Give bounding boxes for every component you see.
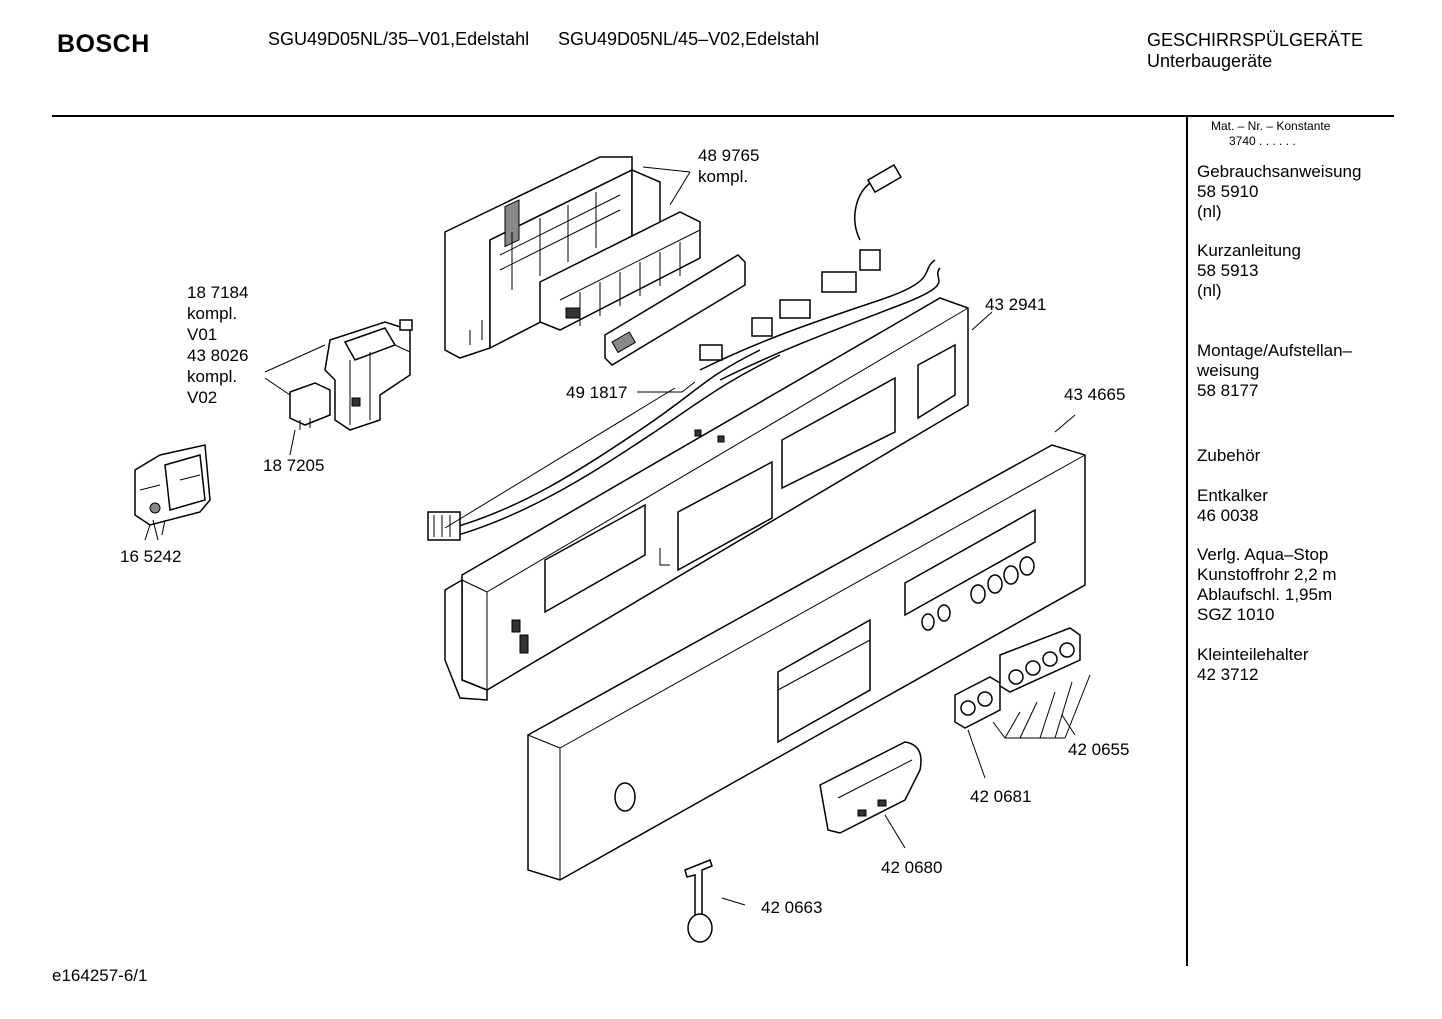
part-label-420680: 42 0680 (881, 858, 943, 877)
leader-lines (152, 166, 1091, 906)
sidebar-text: Gebrauchsanweisung (1197, 162, 1362, 181)
part-label-420681: 42 0681 (970, 787, 1032, 806)
category-title: GESCHIRRSPÜLGERÄTE Unterbaugeräte (1147, 30, 1363, 72)
small-switch-drawing (289, 382, 331, 430)
wiring-harness-drawing (427, 163, 941, 541)
sidebar-text: 42 3712 (1197, 665, 1259, 684)
brand-logo: BOSCH (57, 30, 150, 58)
part-number: 18 7184 (187, 283, 249, 302)
part-number: 43 8026 (187, 346, 249, 365)
sidebar-group-manual: Gebrauchsanweisung 58 5910 (nl) (1197, 162, 1361, 222)
control-module-drawing (444, 156, 701, 359)
part-number: 48 9765 (698, 146, 760, 165)
part-label-165242: 16 5242 (120, 547, 182, 566)
sidebar-text: Montage/Aufstellan– (1197, 341, 1352, 360)
part-variant: V02 (187, 388, 218, 407)
sidebar-group-small-parts: Kleinteilehalter 42 3712 (1197, 645, 1309, 685)
part-label-432941: 43 2941 (985, 295, 1047, 314)
part-label-434665: 43 4665 (1064, 385, 1126, 404)
part-label-420663: 42 0663 (761, 898, 823, 917)
sidebar-text: Entkalker (1197, 486, 1268, 505)
front-panel-drawing (527, 444, 1086, 881)
part-label-420655: 42 0655 (1068, 740, 1130, 759)
sidebar-text: Verlg. Aqua–Stop (1197, 545, 1329, 564)
material-number-header: Mat. – Nr. – Konstante 3740 . . . . . . (1211, 119, 1330, 149)
subcategory-label: Unterbaugeräte (1147, 51, 1273, 71)
inner-frame-drawing (444, 297, 969, 701)
model-number-v02: SGU49D05NL/45–V02,Edelstahl (558, 29, 820, 49)
drawing-id: e164257-6/1 (52, 966, 148, 985)
exploded-parts-diagram (134, 156, 1091, 943)
mat-header-label: Mat. – Nr. – Konstante (1211, 119, 1331, 133)
sidebar-text: Kunstoffrohr 2,2 m (1197, 565, 1337, 584)
sidebar-text: Zubehör (1197, 446, 1261, 465)
part-label-187184-438026: 18 7184 kompl. V01 43 8026 kompl. V02 (187, 282, 248, 408)
header-divider (52, 115, 1394, 117)
mat-header-value: 3740 . . . . . . (1229, 134, 1296, 148)
knob-drawing (684, 859, 713, 943)
sidebar-text: 58 8177 (1197, 381, 1259, 400)
button-set-drawing (954, 627, 1081, 729)
sidebar-text: Ablaufschl. 1,95m (1197, 585, 1333, 604)
sidebar-text: 58 5910 (1197, 182, 1259, 201)
sidebar-divider (1186, 116, 1188, 966)
sidebar-text: 46 0038 (1197, 506, 1259, 525)
sidebar-group-descaler: Entkalker 46 0038 (1197, 486, 1268, 526)
part-label-491817: 49 1817 (566, 383, 628, 402)
model-number-v01: SGU49D05NL/35–V01,Edelstahl (268, 29, 530, 49)
sidebar-group-aquastop: Verlg. Aqua–Stop Kunstoffrohr 2,2 m Abla… (1197, 545, 1337, 625)
part-label-489765: 48 9765 kompl. (698, 145, 759, 187)
sidebar-text: weisung (1197, 361, 1260, 380)
part-qualifier: kompl. (698, 167, 749, 186)
sidebar-group-accessories: Zubehör (1197, 446, 1260, 466)
sidebar-group-short-guide: Kurzanleitung 58 5913 (nl) (1197, 241, 1301, 301)
sidebar-text: SGZ 1010 (1197, 605, 1275, 624)
sidebar-text: Kleinteilehalter (1197, 645, 1309, 664)
part-variant: V01 (187, 325, 218, 344)
part-qualifier: kompl. (187, 367, 238, 386)
relay-switch-drawing (324, 319, 413, 431)
sidebar-text: (nl) (1197, 281, 1222, 300)
display-board-drawing (604, 254, 746, 366)
door-handle-drawing (819, 741, 922, 834)
part-qualifier: kompl. (187, 304, 238, 323)
sidebar-text: (nl) (1197, 202, 1222, 221)
sidebar-text: Kurzanleitung (1197, 241, 1301, 260)
sidebar-group-installation: Montage/Aufstellan– weisung 58 8177 (1197, 341, 1352, 401)
category-label: GESCHIRRSPÜLGERÄTE (1147, 30, 1364, 50)
pressure-switch-drawing (134, 444, 211, 541)
part-label-187205: 18 7205 (263, 456, 325, 475)
sidebar-text: 58 5913 (1197, 261, 1259, 280)
